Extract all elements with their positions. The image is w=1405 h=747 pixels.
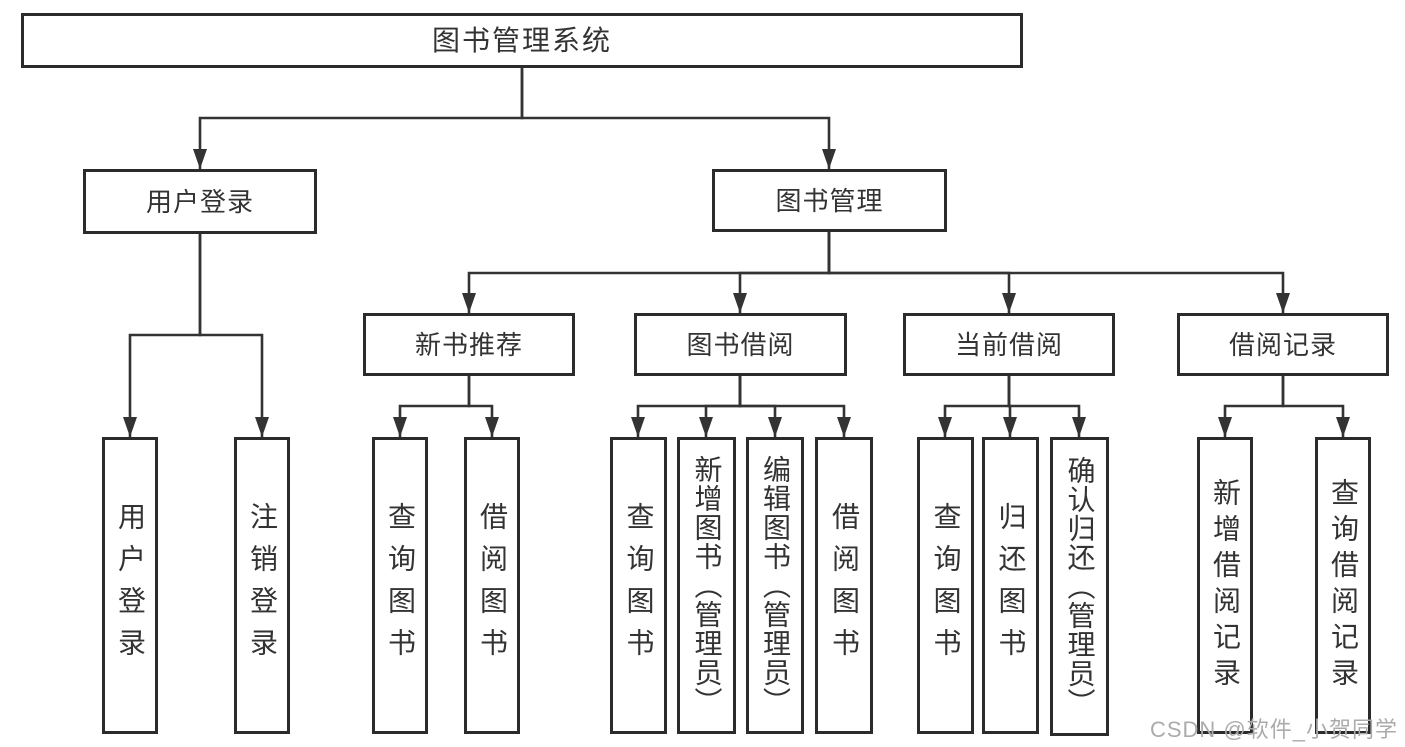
node-label-leaf-return-books: 归还图书	[995, 501, 1027, 670]
node-book-management: 图书管理	[712, 169, 947, 232]
node-leaf-user-login: 用户登录	[102, 437, 158, 734]
node-label-current-borrow: 当前借阅	[954, 329, 1063, 360]
edge-root-to-book-management	[520, 68, 836, 169]
node-label-leaf-confirm-return-admin: 确认归还（管理员）	[1064, 456, 1096, 717]
node-current-borrow: 当前借阅	[903, 313, 1115, 376]
node-borrow-records: 借阅记录	[1177, 313, 1389, 376]
node-label-leaf-query-books-current: 查询图书	[930, 501, 962, 670]
node-label-leaf-borrow-books-2: 借阅图书	[829, 501, 860, 670]
node-label-leaf-add-borrow-record: 新增借阅记录	[1210, 477, 1241, 694]
node-leaf-confirm-return-admin: 确认归还（管理员）	[1050, 437, 1109, 736]
node-label-root: 图书管理系统	[431, 24, 612, 56]
node-label-leaf-query-books-recommend: 查询图书	[385, 501, 416, 670]
node-leaf-logout: 注销登录	[234, 437, 290, 734]
node-label-leaf-user-login: 用户登录	[115, 501, 146, 670]
node-label-leaf-edit-books-admin: 编辑图书（管理员）	[760, 455, 791, 716]
node-leaf-edit-books-admin: 编辑图书（管理员）	[746, 437, 804, 734]
node-label-new-book-recommend: 新书推荐	[414, 329, 523, 360]
node-label-book-borrow: 图书借阅	[686, 329, 795, 360]
node-label-borrow-records: 借阅记录	[1228, 329, 1337, 360]
node-leaf-add-borrow-record: 新增借阅记录	[1197, 437, 1253, 734]
node-label-leaf-query-books-borrow: 查询图书	[623, 501, 655, 670]
node-root: 图书管理系统	[21, 13, 1023, 68]
edge-user-login-to-leaf-logout	[198, 234, 269, 437]
node-user-login: 用户登录	[83, 169, 317, 234]
node-label-leaf-add-books-admin: 新增图书（管理员）	[691, 455, 723, 716]
node-leaf-borrow-books-2: 借阅图书	[815, 437, 873, 734]
node-leaf-query-books-current: 查询图书	[917, 437, 974, 734]
node-label-leaf-query-borrow-record: 查询借阅记录	[1328, 477, 1359, 694]
node-label-leaf-logout: 注销登录	[247, 501, 278, 670]
node-label-user-login: 用户登录	[145, 186, 254, 217]
edge-current-borrow-to-leaf-confirm-return-admin	[1007, 376, 1086, 437]
node-leaf-query-books-recommend: 查询图书	[372, 437, 428, 734]
node-new-book-recommend: 新书推荐	[363, 313, 575, 376]
node-leaf-add-books-admin: 新增图书（管理员）	[677, 437, 736, 734]
node-label-leaf-borrow-books-recommend: 借阅图书	[477, 501, 508, 670]
edge-borrow-records-to-leaf-query-borrow-record	[1281, 376, 1350, 437]
node-label-book-management: 图书管理	[775, 185, 884, 216]
node-book-borrow: 图书借阅	[634, 313, 847, 376]
edge-book-management-to-borrow-records	[827, 232, 1290, 313]
node-leaf-return-books: 归还图书	[982, 437, 1039, 734]
edge-new-book-recommend-to-leaf-borrow-books-recommend	[467, 376, 499, 437]
node-leaf-borrow-books-recommend: 借阅图书	[464, 437, 520, 734]
watermark-text: CSDN @软件_小贺同学	[1149, 717, 1398, 742]
node-leaf-query-borrow-record: 查询借阅记录	[1315, 437, 1371, 734]
node-leaf-query-books-borrow: 查询图书	[610, 437, 667, 734]
edge-book-borrow-to-leaf-borrow-books-2	[738, 376, 851, 437]
